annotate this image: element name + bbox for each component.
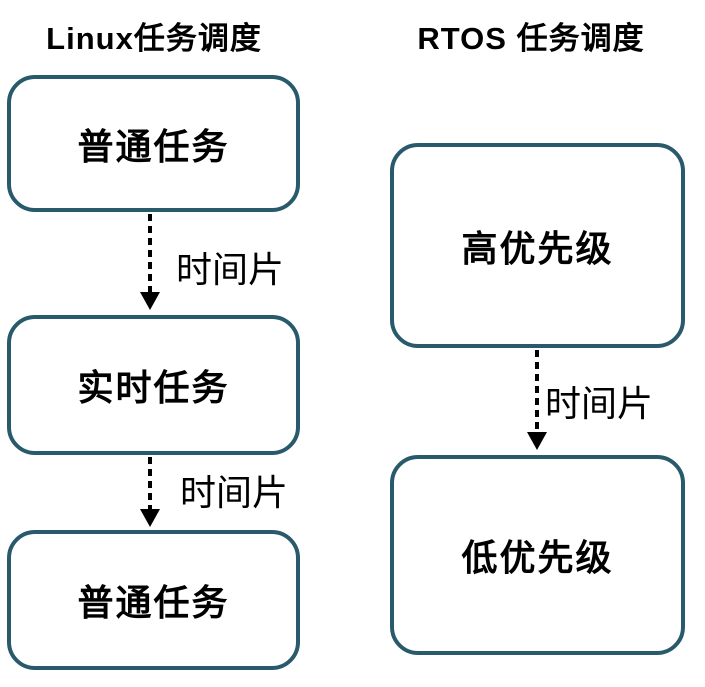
arrow-label: 时间片 [545, 383, 654, 424]
task-box-label: 高优先级 [461, 227, 614, 269]
linux-task-box-2: 实时任务 [7, 315, 300, 455]
rtos-task-box-2: 低优先级 [390, 455, 685, 655]
rtos-column-title: RTOS 任务调度 [417, 21, 645, 56]
arrow-line [535, 350, 539, 432]
arrowhead-icon [527, 432, 547, 450]
task-box-label: 实时任务 [77, 367, 230, 408]
arrow-line [148, 457, 152, 509]
rtos-task-box-1: 高优先级 [390, 143, 685, 348]
task-box-label: 普通任务 [77, 582, 230, 623]
dashed-arrow-down-icon [140, 457, 160, 527]
linux-column-title: Linux任务调度 [46, 21, 262, 56]
task-box-label: 低优先级 [461, 537, 614, 578]
arrowhead-icon [140, 509, 160, 527]
linux-task-box-1: 普通任务 [7, 75, 300, 212]
arrowhead-icon [140, 292, 160, 310]
arrow-line [148, 214, 152, 292]
task-box-label: 普通任务 [77, 125, 230, 167]
linux-task-box-3: 普通任务 [7, 530, 300, 670]
arrow-label: 时间片 [176, 249, 285, 290]
dashed-arrow-down-icon [140, 214, 160, 310]
arrow-label: 时间片 [180, 472, 289, 513]
dashed-arrow-down-icon [527, 350, 547, 450]
